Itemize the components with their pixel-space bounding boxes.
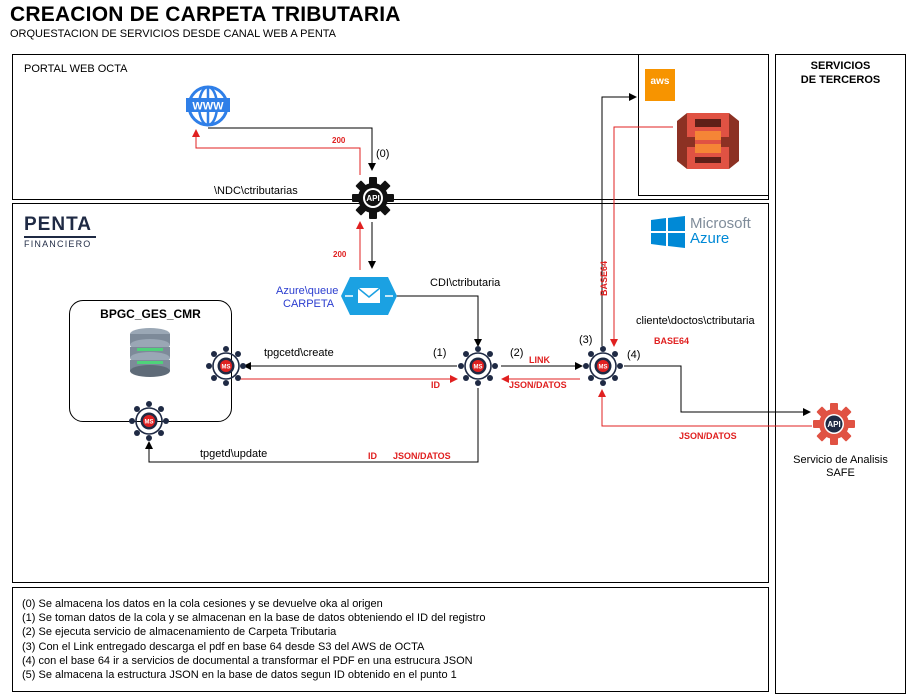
ms-create-node-icon: MS	[206, 346, 246, 386]
penta-zone	[12, 203, 769, 583]
page-subtitle: ORQUESTACION DE SERVICIOS DESDE CANAL WE…	[10, 28, 336, 40]
note-1: (1) Se toman datos de la cola y se almac…	[22, 612, 486, 625]
base64-vertical-label: BASE64	[599, 260, 609, 296]
queue-label-1: Azure\queue	[276, 285, 339, 297]
queue-label-2: CARPETA	[283, 298, 335, 310]
safe-label-1: Servicio de Analisis	[793, 454, 888, 466]
json-datos-update-label: JSON/DATOS	[393, 451, 451, 461]
notes-box	[12, 587, 769, 692]
ms-update-label: MS	[145, 420, 154, 426]
json-datos-safe-label: JSON/DATOS	[679, 431, 737, 441]
aws-logo	[645, 69, 675, 101]
update-path-label: tpgetd\update	[200, 448, 268, 460]
id-update-label: ID	[368, 451, 377, 461]
penta-logo-sub: FINANCIERO	[24, 239, 92, 249]
ms1-to-db-update	[145, 388, 479, 463]
notes-list: (0) Se almacena los datos en la cola ces…	[22, 597, 486, 682]
note-2: (2) Se ejecuta servicio de almacenamient…	[22, 626, 337, 639]
note-3: (3) Con el Link entregado descarga el pd…	[22, 640, 425, 653]
azure-queue-icon	[341, 277, 397, 315]
step-1-label: (1)	[433, 347, 447, 359]
create-path-label: tpgcetd\create	[264, 347, 334, 359]
safe-to-ms2-json	[598, 389, 812, 427]
page-title: CREACION DE CARPETA TRIBUTARIA	[10, 3, 401, 26]
cliente-path-label: cliente\doctos\ctributaria	[636, 315, 755, 327]
penta-logo: PENTA	[24, 214, 92, 235]
api-gateway-icon: API	[352, 177, 394, 219]
aws-zone	[638, 54, 769, 196]
api-label: API	[366, 194, 379, 203]
portal-web-label: PORTAL WEB OCTA	[24, 63, 128, 75]
response-200-top: 200	[332, 136, 346, 145]
azure-logo-line1: Microsoft	[690, 215, 751, 232]
api-to-www-response	[192, 129, 361, 175]
queue-to-ms1-connector	[394, 295, 482, 347]
link-label: LINK	[529, 355, 550, 365]
ms-orchestrator-node-icon: MS	[458, 346, 498, 386]
penta-logo-bar	[24, 236, 96, 238]
azure-logo-line2: Azure	[690, 230, 730, 247]
terceros-label-1: SERVICIOS	[810, 60, 871, 72]
json-datos-mid-label: JSON/DATOS	[509, 380, 567, 390]
step-2-label: (2)	[510, 347, 524, 359]
note-0: (0) Se almacena los datos en la cola ces…	[22, 598, 383, 610]
database-icon	[130, 328, 170, 377]
www-globe-icon: WWW	[186, 85, 230, 127]
aws-logo-text: aws	[650, 76, 670, 87]
database-name: BPGC_GES_CMR	[100, 307, 201, 321]
ms-documental-node-icon: MS	[583, 346, 623, 386]
s3-bucket-icon	[677, 113, 739, 169]
s3-to-ms2-base64	[610, 126, 673, 347]
safe-api-label: API	[827, 420, 840, 429]
note-5: (5) Se almacena la estructura JSON en la…	[22, 669, 457, 682]
step-3-label: (3)	[579, 334, 593, 346]
ms-update-node-icon: MS	[129, 401, 169, 441]
ms2-to-aws-connector	[601, 93, 637, 346]
step-4-label: (4)	[627, 349, 641, 361]
safe-label-2: SAFE	[826, 467, 855, 479]
response-200-mid: 200	[333, 250, 347, 259]
cdi-path-label: CDI\ctributaria	[430, 277, 501, 289]
ms-orchestrator-label: MS	[474, 365, 483, 371]
www-to-api-connector	[208, 127, 376, 171]
www-label: WWW	[192, 101, 224, 113]
note-4: (4) con el base 64 ir a servicios de doc…	[22, 654, 473, 667]
terceros-label-2: DE TERCEROS	[800, 74, 881, 86]
step-0-label: (0)	[376, 148, 390, 160]
id-create-label: ID	[431, 380, 440, 390]
ms-create-label: MS	[222, 365, 231, 371]
azure-windows-icon	[651, 216, 685, 248]
safe-api-icon: API	[813, 403, 855, 445]
base64-label: BASE64	[654, 336, 690, 346]
ndc-path-label: \NDC\ctributarias	[214, 185, 298, 197]
ms-documental-label: MS	[599, 365, 608, 371]
ms2-to-safe-connector	[624, 365, 811, 416]
